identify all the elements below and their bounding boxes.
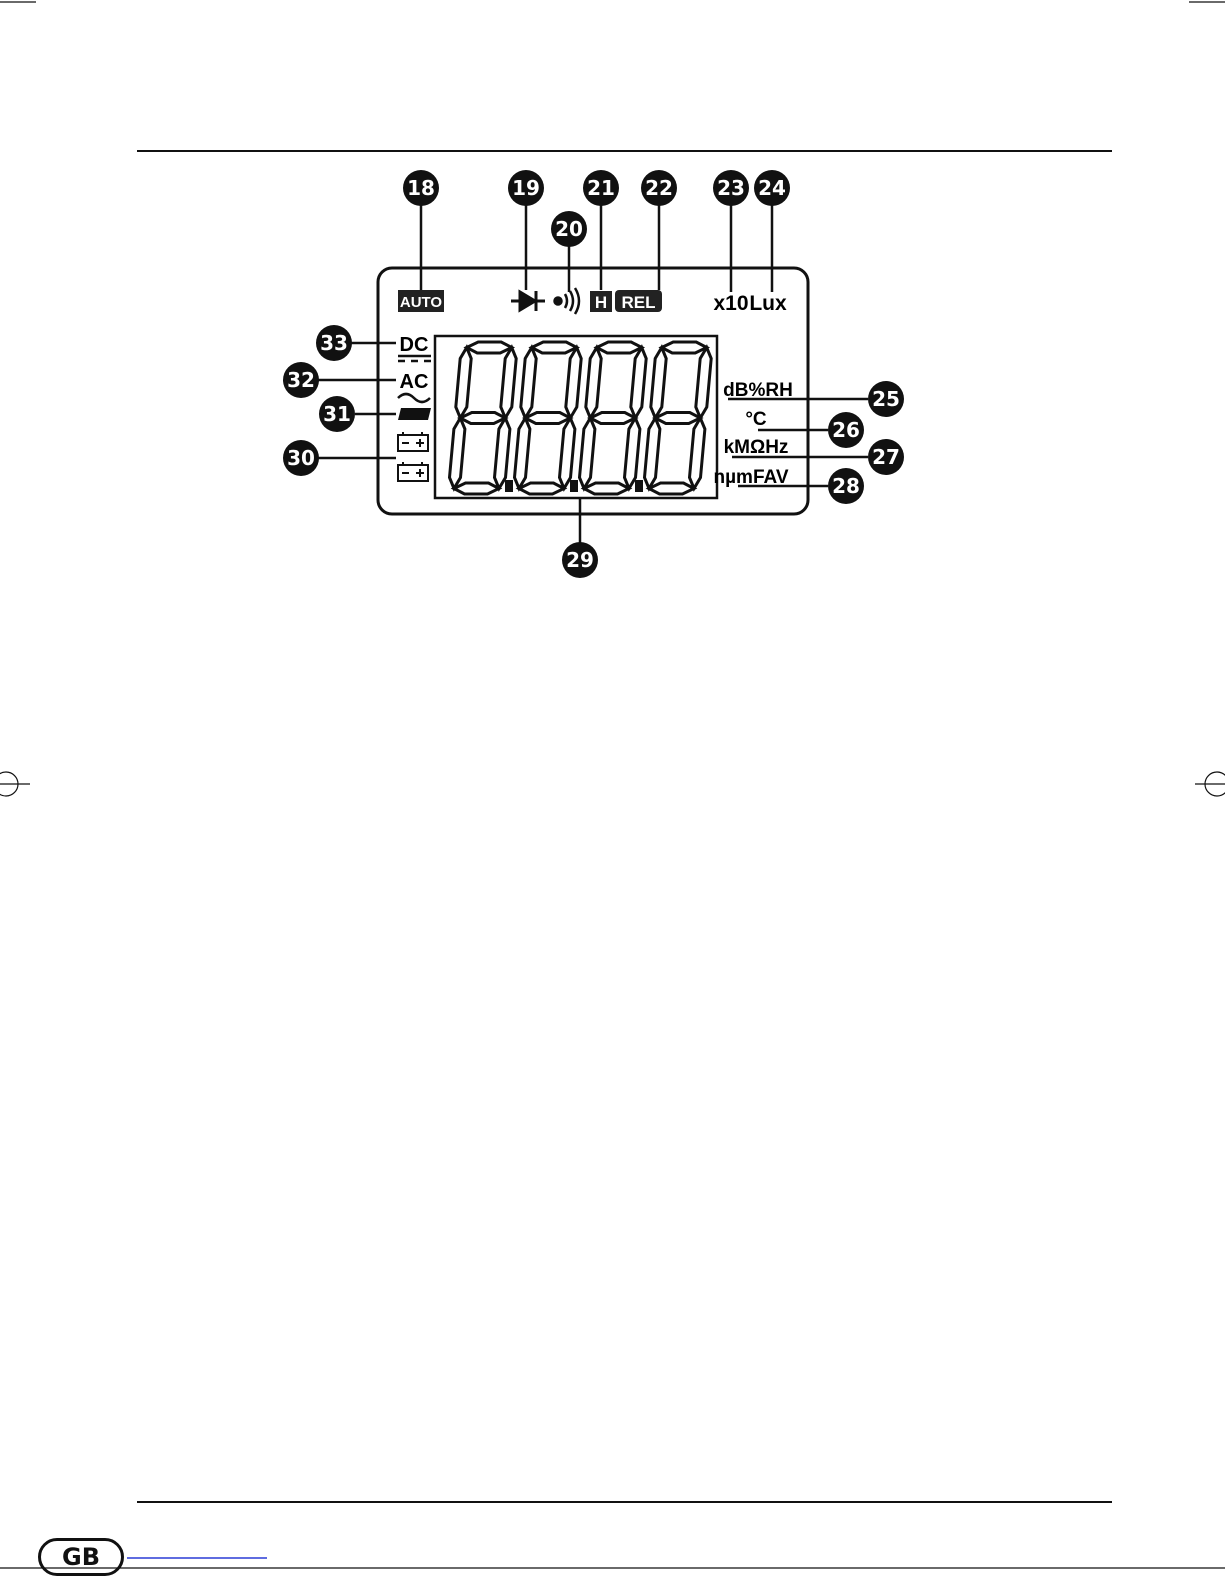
rel-label: REL	[622, 293, 656, 312]
digit-3-segment-a	[597, 342, 642, 353]
callout-30-label: 30	[287, 446, 315, 470]
digit-4-segment-a	[662, 342, 707, 353]
kmohm-hz-label: kMΩHz	[724, 437, 789, 458]
lux-label: Lux	[749, 292, 787, 315]
db-rh-label: dB%RH	[723, 380, 793, 401]
dc-label: DC	[400, 334, 429, 356]
decimal-point-2	[570, 480, 578, 492]
digit-1-segment-a	[467, 342, 512, 353]
auto-label: AUTO	[400, 294, 443, 311]
callout-25-label: 25	[872, 387, 900, 411]
callout-32-label: 32	[287, 368, 315, 392]
decimal-point-1	[505, 480, 513, 492]
hold-indicator: H	[590, 291, 612, 312]
callout-27-label: 27	[872, 445, 900, 469]
digit-4-segment-g	[655, 413, 700, 424]
callout-21-label: 21	[587, 176, 615, 200]
digit-3-segment-g	[590, 413, 635, 424]
digit-1-segment-g	[460, 413, 505, 424]
callout-18-label: 18	[407, 176, 435, 200]
digit-4-segment-d	[649, 483, 694, 494]
callout-33-label: 33	[320, 331, 348, 355]
callout-22-label: 22	[645, 176, 673, 200]
x10-label: x10	[713, 292, 748, 315]
rel-indicator: REL	[615, 290, 662, 312]
callout-31-label: 31	[323, 402, 351, 426]
auto-indicator: AUTO	[398, 290, 444, 312]
callout-20-label: 20	[555, 217, 583, 241]
callout-24-label: 24	[758, 176, 786, 200]
hold-label: H	[595, 293, 607, 312]
digit-2-segment-a	[532, 342, 577, 353]
callout-28-label: 28	[832, 474, 860, 498]
celsius-label: °C	[745, 409, 767, 430]
nmufav-label: nµmFAV	[714, 467, 789, 488]
negative-sign-segment	[398, 408, 431, 420]
digit-2-segment-d	[519, 483, 564, 494]
callout-26-label: 26	[832, 418, 860, 442]
digit-3-segment-d	[584, 483, 629, 494]
callout-19-label: 19	[512, 176, 540, 200]
callout-23-label: 23	[717, 176, 745, 200]
language-badge: GB	[38, 1538, 124, 1576]
digit-2-segment-g	[525, 413, 570, 424]
callout-29-label: 29	[566, 548, 594, 572]
decimal-point-3	[635, 480, 643, 492]
digit-1-segment-d	[454, 483, 499, 494]
ac-label: AC	[400, 371, 429, 393]
